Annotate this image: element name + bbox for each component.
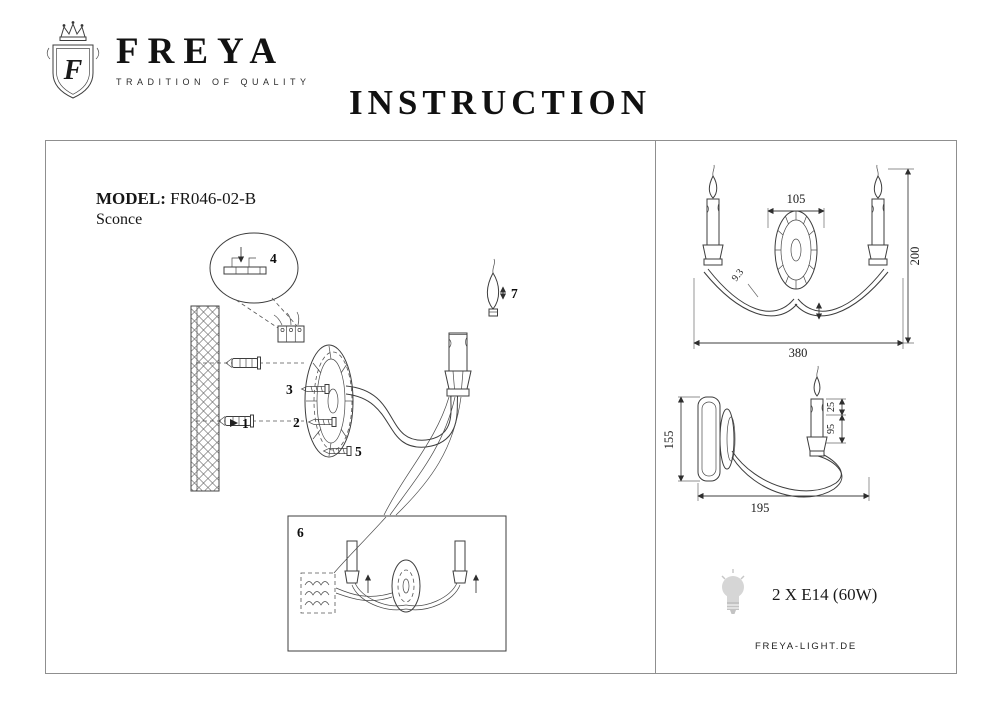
leader-arrow-1: [230, 419, 238, 427]
model-block: MODEL: FR046-02-B Sconce: [96, 189, 256, 229]
dim-total-width: 380: [789, 346, 808, 360]
side-candle: [806, 365, 828, 457]
page-title: INSTRUCTION: [349, 83, 651, 123]
brand-tagline: TRADITION OF QUALITY: [116, 77, 311, 87]
wiring-detail-inset: 6: [287, 515, 507, 652]
part-label-3: 3: [286, 382, 293, 397]
freya-crest-icon: F: [46, 21, 100, 99]
front-arms: [703, 268, 889, 317]
dim-height: 200: [908, 247, 922, 266]
brand-name: FREYA: [116, 31, 286, 72]
dim-backplate-width: 105: [787, 192, 806, 206]
bulb-icon: [721, 569, 745, 614]
mounting-detail-callout: 4: [209, 232, 299, 329]
wires: [383, 396, 462, 516]
part-label-5: 5: [355, 444, 362, 459]
dim-depth: 195: [751, 501, 770, 515]
part-label-1: 1: [242, 416, 249, 431]
front-backplate: [774, 210, 818, 290]
dimensions-section: 105 200 380 9.3: [656, 141, 956, 673]
part-label-2: 2: [293, 415, 300, 430]
side-dimension-drawing: 155 25 95 195: [662, 365, 870, 515]
front-left-candle: [702, 164, 724, 266]
part-label-7: 7: [511, 286, 518, 301]
website-link: FREYA-LIGHT.DE: [754, 641, 858, 652]
dim-cup-width: 25: [826, 402, 837, 412]
model-label: MODEL:: [96, 189, 166, 208]
model-type: Sconce: [96, 211, 143, 228]
crown-icon: [59, 21, 87, 41]
bulb-spec-text: 2 X E14 (60W): [772, 585, 878, 604]
part-label-4: 4: [270, 251, 277, 266]
bulb-spec-row: 2 X E14 (60W): [718, 569, 877, 621]
freya-logo: F FREYA TRADITION OF QUALITY: [42, 18, 311, 102]
backplate: [304, 344, 354, 458]
terminal-block: [273, 311, 305, 343]
shield-icon: F: [46, 44, 100, 99]
screw-2: [308, 417, 337, 427]
exploded-diagram: 1 2 3 5: [190, 232, 518, 652]
dim-bracket: 95: [826, 424, 837, 434]
assembly-section: MODEL: FR046-02-B Sconce: [46, 141, 656, 673]
dim-side-height: 155: [662, 431, 676, 450]
candle-bulb: [486, 258, 507, 317]
side-arm: [731, 450, 843, 498]
front-dimension-drawing: 105 200 380 9.3: [693, 164, 922, 360]
crystal-wall-strip: [190, 305, 220, 492]
model-value: FR046-02-B: [170, 189, 257, 208]
shield-monogram: F: [63, 55, 83, 86]
part-label-6: 6: [297, 525, 304, 540]
instruction-sheet: MODEL: FR046-02-B Sconce: [45, 140, 957, 674]
sconce-arm: [345, 332, 472, 448]
dim-tube-diameter: 9.3: [730, 267, 746, 284]
side-wall-plate: [697, 396, 736, 482]
front-right-candle: [867, 164, 889, 266]
